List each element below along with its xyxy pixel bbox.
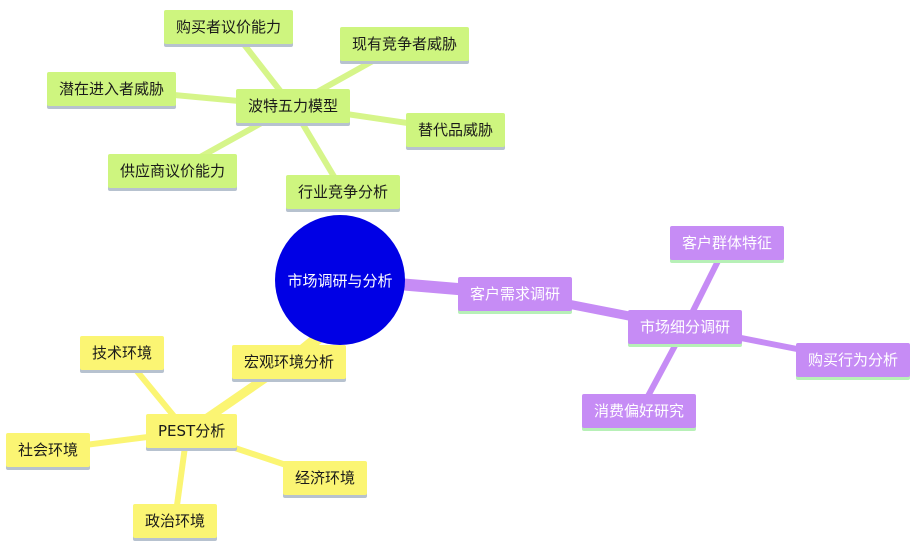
node-customer-group-traits[interactable]: 客户群体特征 <box>670 226 785 260</box>
node-supplier-bargaining-power[interactable]: 供应商议价能力 <box>108 154 238 188</box>
node-purchase-behavior[interactable]: 购买行为分析 <box>796 343 911 377</box>
node-economic-environment[interactable]: 经济环境 <box>283 461 368 495</box>
node-macro-environment[interactable]: 宏观环境分析 <box>232 345 347 379</box>
node-rival-threat[interactable]: 现有竞争者威胁 <box>340 27 470 61</box>
node-market-segmentation[interactable]: 市场细分调研 <box>628 310 743 344</box>
node-porter-five-forces[interactable]: 波特五力模型 <box>236 89 351 123</box>
node-social-environment[interactable]: 社会环境 <box>6 433 91 467</box>
central-topic[interactable]: 市场调研与分析 <box>275 215 405 345</box>
node-consumer-preference[interactable]: 消费偏好研究 <box>582 394 697 428</box>
node-tech-environment[interactable]: 技术环境 <box>80 336 165 370</box>
node-industry-competition[interactable]: 行业竞争分析 <box>286 175 401 209</box>
node-pest-analysis[interactable]: PEST分析 <box>146 414 238 448</box>
node-buyer-bargaining-power[interactable]: 购买者议价能力 <box>164 10 294 44</box>
node-substitute-threat[interactable]: 替代品威胁 <box>406 113 506 147</box>
node-new-entrant-threat[interactable]: 潜在进入者威胁 <box>47 72 177 106</box>
node-customer-needs-research[interactable]: 客户需求调研 <box>458 277 573 311</box>
node-political-environment[interactable]: 政治环境 <box>133 504 218 538</box>
